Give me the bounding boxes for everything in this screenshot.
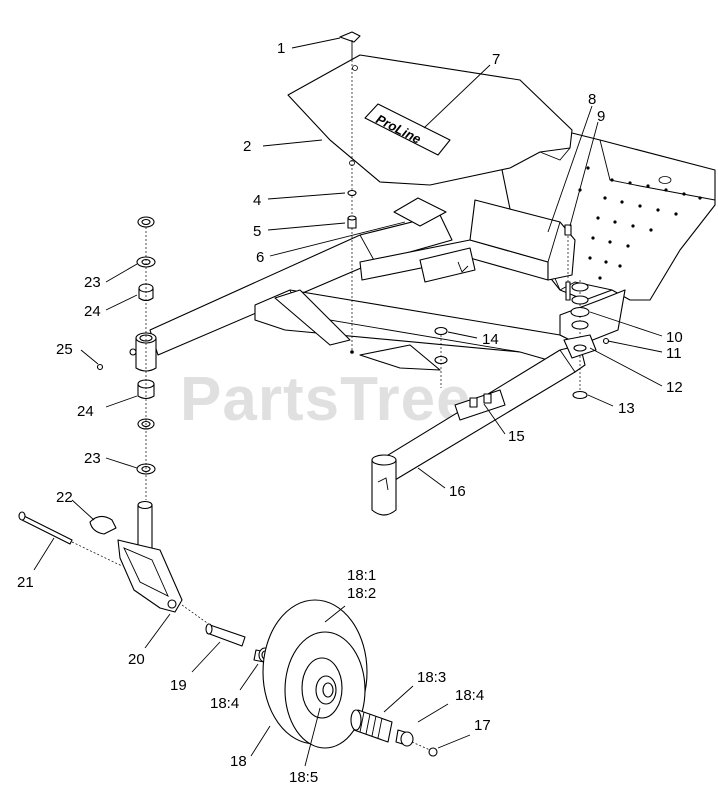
callout-23-lower: 23: [84, 450, 101, 467]
main-frame: [149, 199, 581, 371]
callout-18-3: 18:3: [417, 669, 446, 686]
knob-1: [339, 31, 361, 60]
callout-21: 21: [17, 574, 34, 591]
callout-18-4-right: 18:4: [455, 687, 484, 704]
callout-18-5: 18:5: [289, 769, 318, 786]
callout-18: 18: [230, 753, 247, 770]
callout-10: 10: [666, 329, 683, 346]
pad-6: [393, 197, 447, 227]
callout-1: 1: [277, 40, 285, 57]
washer-4: [347, 189, 357, 197]
leader-lines: [33, 37, 663, 767]
callout-19: 19: [170, 677, 187, 694]
bearing-18-3: [350, 709, 393, 743]
wheel-18: [262, 599, 368, 749]
callout-23-upper: 23: [84, 274, 101, 291]
callout-9: 9: [597, 108, 605, 125]
nut-17: [428, 747, 438, 757]
cover-plate: [287, 54, 573, 186]
callout-25: 25: [56, 341, 73, 358]
caster-fork: [117, 500, 183, 613]
callout-12: 12: [666, 379, 683, 396]
washer-23-top: [137, 216, 155, 228]
pivot-tube-arm: [371, 289, 626, 516]
knob-22: [89, 515, 117, 535]
callout-7: 7: [492, 51, 500, 68]
callout-24-upper: 24: [84, 303, 101, 320]
callout-17: 17: [474, 717, 491, 734]
left-caster-tube: [129, 332, 157, 372]
watermark-text: PartsTree: [180, 365, 472, 434]
callout-18-4-left: 18:4: [210, 695, 239, 712]
callout-14: 14: [482, 331, 499, 348]
bushing-18-4-right: [395, 729, 414, 747]
callout-22: 22: [56, 489, 73, 506]
pivot-stack: [563, 224, 610, 400]
axle-bolt-21: [18, 511, 73, 545]
callout-13: 13: [618, 400, 635, 417]
spacer-5: [347, 215, 357, 229]
callout-18-1: 18:1: [347, 567, 376, 584]
callout-11: 11: [666, 345, 682, 362]
callout-16: 16: [449, 483, 466, 500]
spacer-19: [205, 623, 246, 647]
callout-20: 20: [128, 651, 145, 668]
callout-15: 15: [508, 428, 525, 445]
callout-24-lower: 24: [77, 403, 94, 420]
callout-6: 6: [256, 249, 264, 266]
washers-14: [434, 326, 448, 388]
callout-4: 4: [253, 192, 261, 209]
callout-8: 8: [588, 91, 596, 108]
callout-18-2: 18:2: [347, 585, 376, 602]
callout-2: 2: [243, 138, 251, 155]
callout-labels: 1 2 4 5 6 7 8 9 10 11 12 13 14 15 16 17 …: [17, 40, 683, 786]
callout-5: 5: [253, 223, 261, 240]
grease-fitting-25: [96, 363, 104, 371]
washer-23-upper: [136, 256, 156, 268]
